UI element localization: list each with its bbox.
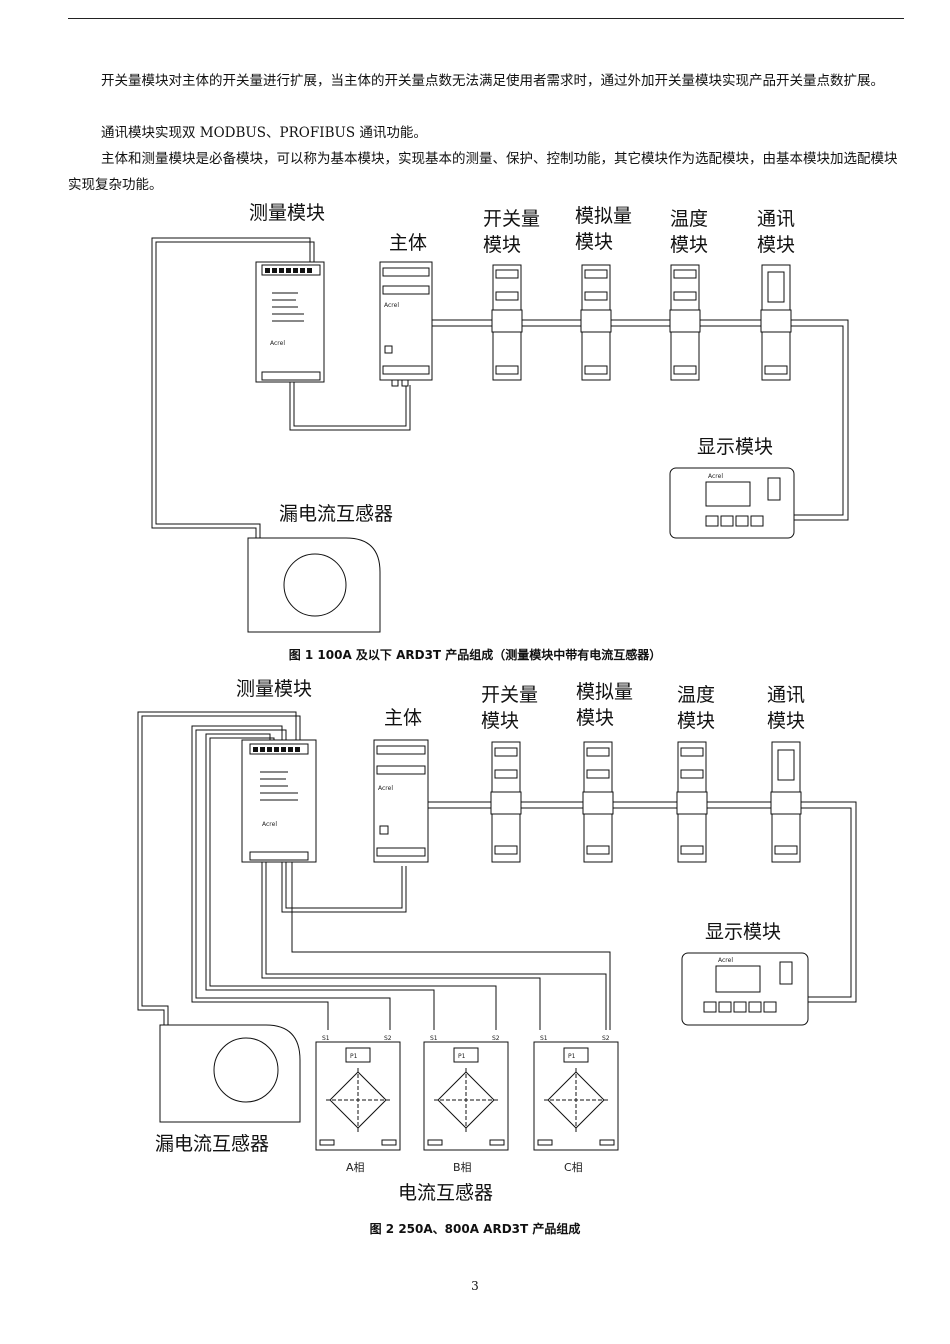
label-display-module: 显示模块 [697,436,773,458]
label-temp-module-2: 模块 [677,710,715,732]
label-current-transformers: 电流互感器 [398,1182,493,1204]
label-leakage-ct: 漏电流互感器 [155,1133,269,1155]
main-brand: Acrel [378,785,393,792]
cable-measure-to-main [281,862,407,913]
temp-module-device [676,741,708,863]
paragraph-comm-module: 通讯模块实现双 MODBUS、PROFIBUS 通讯功能。 [101,125,427,141]
cable-measure-to-main [289,382,411,431]
label-leakage-ct: 漏电流互感器 [279,503,393,525]
analog-module-device [582,741,614,863]
figure-2-caption: 图 2 250A、800A ARD3T 产品组成 [369,1222,581,1236]
cable-measure-to-leakage-ct [151,237,315,538]
label-measure-module: 测量模块 [249,202,325,224]
label-display-module: 显示模块 [705,921,781,943]
ct-c-p1-label: P1 [568,1053,576,1060]
temp-module-device [669,264,701,381]
current-transformer-a: P1 S1 S2 [315,1035,401,1151]
label-analog-module-2: 模块 [576,707,614,729]
label-phase-a: A相 [346,1161,365,1174]
current-transformer-c: P1 S1 S2 [533,1035,619,1151]
analog-module-device [580,264,612,381]
switch-module-device [490,741,522,863]
bus-cable [416,801,857,1003]
figure-1-diagram: 测量模块 主体 开关量 模块 模拟量 模块 温度 模块 通讯 模块 显示模块 漏… [151,202,849,633]
label-comm-module-1: 通讯 [757,208,795,230]
ct-b-s2-label: S2 [492,1035,500,1042]
measure-brand: Acrel [270,340,285,347]
ct-c-s1-label: S1 [540,1035,548,1042]
leakage-ct-device [159,1024,301,1123]
switch-module-device [491,264,523,381]
figure-2-diagram: 测量模块 主体 开关量 模块 模拟量 模块 温度 模块 通讯 模块 显示模块 漏… [137,678,857,1204]
label-analog-module-1: 模拟量 [575,205,632,227]
display-brand: Acrel [718,957,733,964]
label-switch-module-1: 开关量 [483,208,540,230]
measure-module-device: Acrel [255,261,325,383]
leakage-ct-device [247,537,381,633]
label-comm-module-2: 模块 [757,234,795,256]
display-module-device: Acrel [669,467,795,539]
label-analog-module-1: 模拟量 [576,681,633,703]
label-comm-module-2: 模块 [767,710,805,732]
main-unit-device: Acrel [379,261,433,387]
ct-c-s2-label: S2 [602,1035,610,1042]
header-rule [68,18,904,19]
measure-module-device: Acrel [241,739,317,863]
label-phase-c: C相 [564,1161,583,1174]
label-analog-module-2: 模块 [575,231,613,253]
display-brand: Acrel [708,473,723,480]
label-temp-module-1: 温度 [677,684,715,706]
ct-b-p1-label: P1 [458,1053,466,1060]
label-phase-b: B相 [453,1161,472,1174]
paragraph-switch-module: 开关量模块对主体的开关量进行扩展，当主体的开关量点数无法满足使用者需求时，通过外… [101,73,884,89]
label-comm-module-1: 通讯 [767,684,805,706]
label-temp-module-1: 温度 [670,208,708,230]
comm-module-device [760,264,792,381]
ct-a-s2-label: S2 [384,1035,392,1042]
paragraph-basic-module: 主体和测量模块是必备模块，可以称为基本模块，实现基本的测量、保护、控制功能，其它… [68,151,898,193]
ct-a-p1-label: P1 [350,1053,358,1060]
current-transformer-b: P1 S1 S2 [423,1035,509,1151]
label-measure-module: 测量模块 [236,678,312,700]
page-number: 3 [471,1279,479,1293]
label-switch-module-1: 开关量 [481,684,538,706]
label-main-unit: 主体 [384,707,422,729]
ct-a-s1-label: S1 [322,1035,330,1042]
measure-brand: Acrel [262,821,277,828]
cables-measure-to-leakage-ct [137,711,301,1025]
cables-measure-to-cts [191,725,611,1030]
main-unit-device: Acrel [373,739,429,863]
label-main-unit: 主体 [389,232,427,254]
bus-cable [420,319,849,521]
label-temp-module-2: 模块 [670,234,708,256]
comm-module-device [770,741,802,863]
ct-b-s1-label: S1 [430,1035,438,1042]
main-brand: Acrel [384,302,399,309]
display-module-device: Acrel [681,952,809,1026]
label-switch-module-2: 模块 [483,234,521,256]
figure-1-caption: 图 1 100A 及以下 ARD3T 产品组成（测量模块中带有电流互感器） [288,648,662,662]
label-switch-module-2: 模块 [481,710,519,732]
